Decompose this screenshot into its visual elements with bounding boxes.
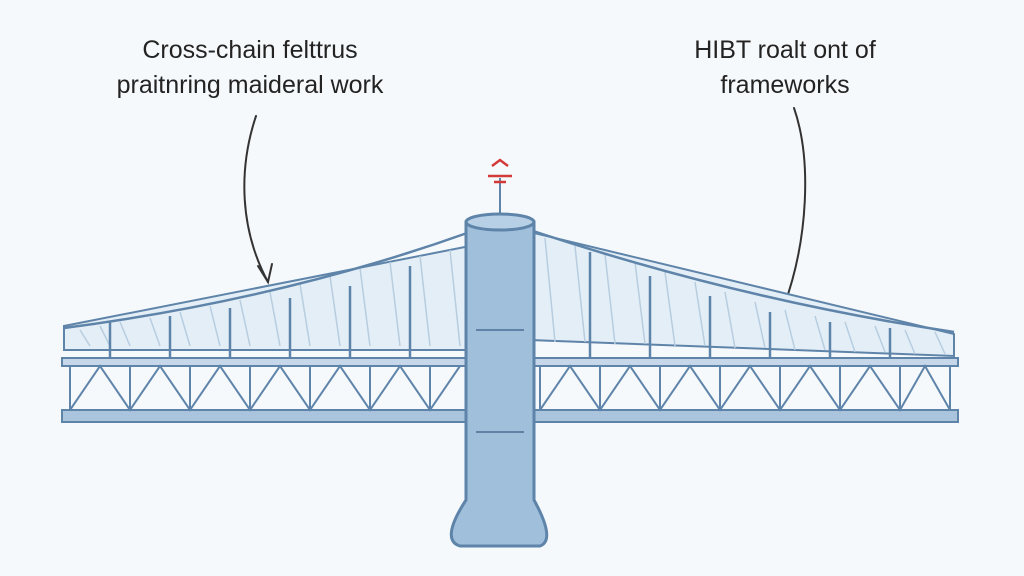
bridge-cables	[63, 228, 955, 358]
flag-icon	[488, 158, 512, 184]
right-arrow	[783, 107, 807, 307]
right-annotation: HIBT roalt ont of frameworks	[640, 33, 930, 103]
left-annotation-line1: Cross-chain felttrus	[142, 36, 358, 64]
left-arrow-head	[257, 263, 273, 285]
right-annotation-line1: HIBT roalt ont of	[694, 36, 876, 64]
left-annotation: Cross-chain felttrus praitnring maideral…	[70, 33, 430, 103]
bridge-tower	[449, 178, 549, 548]
annotation-arrows	[243, 107, 807, 307]
left-annotation-line2: praitnring maideral work	[116, 71, 384, 99]
left-arrow	[243, 115, 269, 283]
right-annotation-line2: frameworks	[720, 71, 850, 99]
